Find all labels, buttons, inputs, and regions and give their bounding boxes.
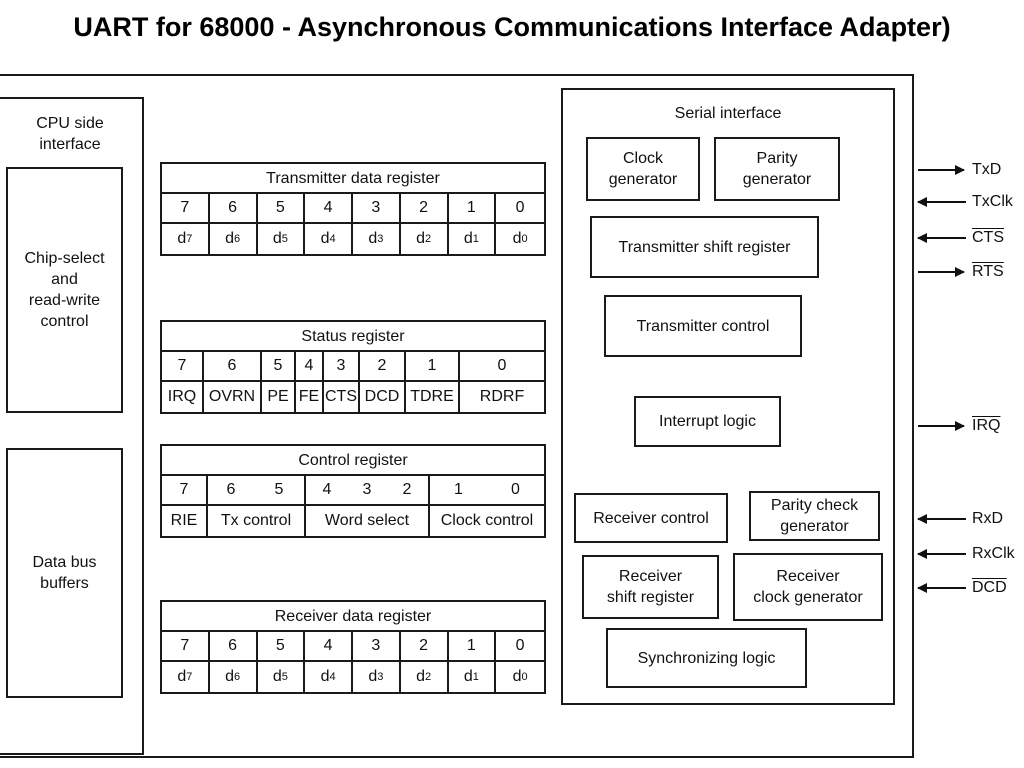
transmitter-shift-register-box: Transmitter shift register xyxy=(590,216,819,278)
signal-arrows xyxy=(917,165,966,593)
control-field-word-select: Word select xyxy=(306,506,430,536)
cpu-side-label: CPU side interface xyxy=(36,115,104,153)
status-flag-tdre: TDRE xyxy=(406,382,460,412)
signal-txclk: TxClk xyxy=(972,193,1013,210)
control-register: Control register 7 6 5 4 3 2 1 0 RIE Tx … xyxy=(160,444,546,538)
uart-outer-frame xyxy=(0,74,914,758)
signal-dcd: DCD xyxy=(972,579,1007,596)
register-title: Transmitter data register xyxy=(162,164,544,194)
signal-irq: IRQ xyxy=(972,417,1001,434)
status-flag-rdrf: RDRF xyxy=(479,388,525,405)
signal-rts: RTS xyxy=(972,263,1004,280)
bit-number-row: 7 6 5 4 3 2 1 0 xyxy=(162,476,544,506)
chip-select-control-box: Chip-select and read-write control xyxy=(6,167,123,413)
control-field-clock-control: Clock control xyxy=(440,512,534,529)
status-flag-cts: CTS xyxy=(324,382,360,412)
register-title: Control register xyxy=(162,446,544,476)
status-flag-row: IRQ OVRN PE FE CTS DCD TDRE RDRF xyxy=(162,382,544,412)
control-field-row: RIE Tx control Word select Clock control xyxy=(162,506,544,536)
signal-rxclk: RxClk xyxy=(972,545,1015,562)
signal-cts: CTS xyxy=(972,229,1004,246)
signal-txd: TxD xyxy=(972,161,1002,178)
register-title: Status register xyxy=(162,322,544,352)
receiver-control-box: Receiver control xyxy=(574,493,728,543)
synchronizing-logic-box: Synchronizing logic xyxy=(606,628,807,688)
control-field-tx-control: Tx control xyxy=(208,506,306,536)
cpu-side-interface-panel xyxy=(0,97,144,755)
register-title: Receiver data register xyxy=(162,602,544,632)
control-field-rie: RIE xyxy=(162,506,208,536)
status-flag-dcd: DCD xyxy=(360,382,406,412)
status-flag-pe: PE xyxy=(262,382,296,412)
serial-interface-label: Serial interface xyxy=(674,105,782,122)
serial-interface-panel xyxy=(561,88,895,705)
signal-rxd: RxD xyxy=(972,510,1004,527)
status-flag-fe: FE xyxy=(296,382,324,412)
data-bus-buffers-box: Data bus buffers xyxy=(6,448,123,698)
status-flag-ovrn: OVRN xyxy=(204,382,262,412)
status-flag-irq: IRQ xyxy=(162,382,204,412)
interrupt-logic-box: Interrupt logic xyxy=(634,396,781,447)
transmitter-control-box: Transmitter control xyxy=(604,295,802,357)
page-title: UART for 68000 - Asynchronous Communicat… xyxy=(73,12,951,42)
